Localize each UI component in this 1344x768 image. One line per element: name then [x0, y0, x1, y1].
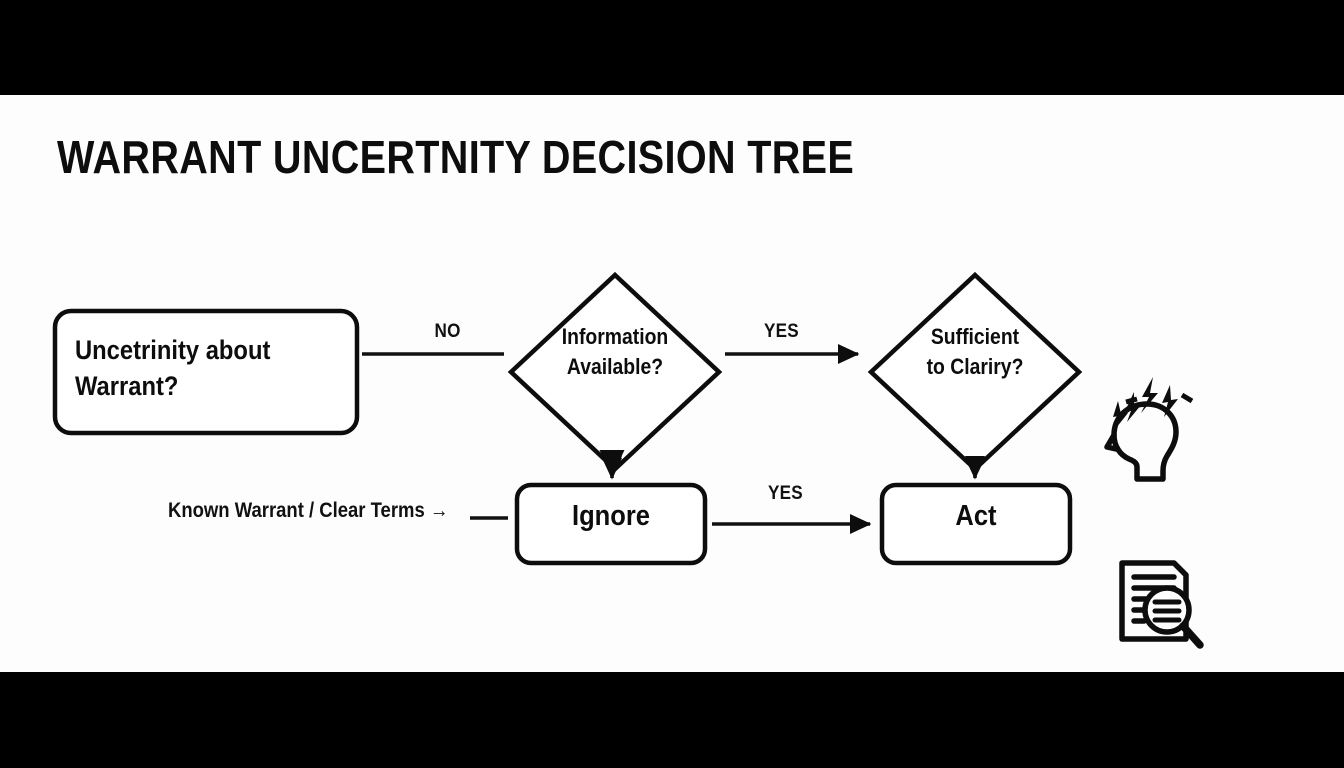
page-title: WARRANT UNCERTNITY DECISION TREE [57, 131, 855, 183]
node-start-shape[interactable] [52, 308, 360, 436]
annotation-known-warrant-label: Known Warrant / Clear Terms → [168, 499, 449, 522]
node-start-label: Uncetrinity about Warrant? [75, 335, 271, 401]
slide-canvas: WARRANT UNCERTNITY DECISION TREE [0, 95, 1344, 672]
document-magnifier-icon [1110, 555, 1210, 655]
node-ignore-shape[interactable] [514, 482, 708, 566]
letterbox-top-bar [0, 0, 1344, 95]
edge-label-no: NO [434, 321, 461, 342]
node-decision-information-available-label: Information Available? [561, 324, 669, 379]
head-with-lightning-icon [1104, 375, 1200, 485]
flowchart-diagram [52, 271, 1083, 566]
node-act-label: Act [955, 500, 997, 532]
edge-label-yes-decision1-decision2: YES [763, 321, 799, 342]
node-act-shape[interactable] [879, 482, 1073, 566]
edge-label-yes-ignore-act: YES [767, 483, 803, 504]
node-ignore-label: Ignore [572, 500, 650, 532]
letterbox-bottom-bar [0, 672, 1344, 768]
node-decision-sufficient-to-clarify-label: Sufficient to Clariry? [926, 324, 1024, 379]
